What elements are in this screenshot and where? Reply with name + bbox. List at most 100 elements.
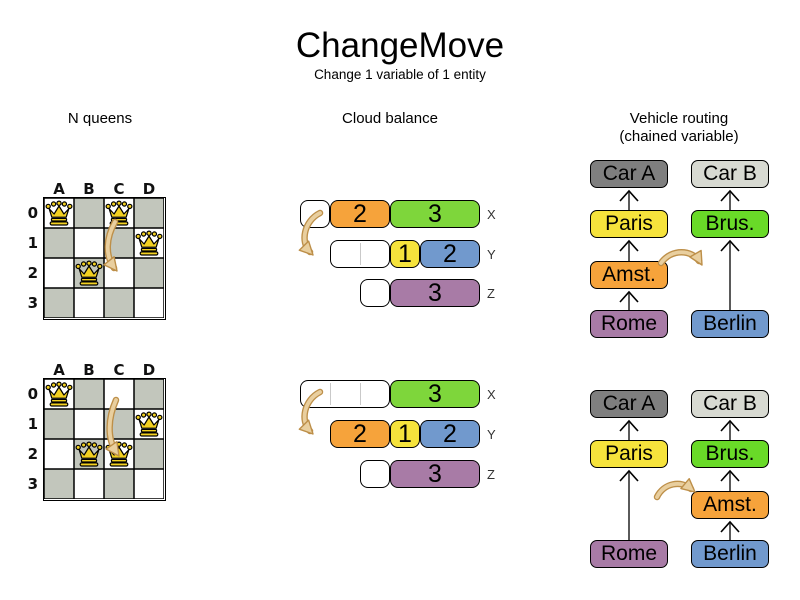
queen-C0 xyxy=(105,200,133,226)
cloud-unit-separator xyxy=(360,243,361,265)
page-subtitle: Change 1 variable of 1 entity xyxy=(314,67,486,82)
cloud-row-label: Z xyxy=(487,467,495,482)
board-cell-A3 xyxy=(43,287,74,318)
board-cell-A2 xyxy=(43,438,74,469)
vehicle-column-subheader: (chained variable) xyxy=(619,128,739,145)
board-cell-C0 xyxy=(103,378,134,409)
queen-icon xyxy=(135,230,163,256)
cloud-row-label: Y xyxy=(487,247,496,262)
cloud-row-label: X xyxy=(487,207,496,222)
queen-A0 xyxy=(45,200,73,226)
queen-A0 xyxy=(45,381,73,407)
chain-box-paris: Paris xyxy=(590,210,668,238)
board-column-label: B xyxy=(83,361,95,379)
cloud-free-segment xyxy=(300,200,330,228)
board-cell-A1 xyxy=(43,227,74,258)
board-column-label: C xyxy=(113,361,125,379)
board-row-label: 3 xyxy=(27,475,38,493)
cloud-block-blue: 2 xyxy=(420,420,480,448)
page-title: ChangeMove xyxy=(295,26,505,65)
cloud-free-segment xyxy=(360,460,390,488)
cloud-block-orange: 2 xyxy=(330,200,390,228)
nqueens-column-header: N queens xyxy=(67,110,133,127)
cloud-column-header: Cloud balance xyxy=(342,110,438,127)
board-cell-A2 xyxy=(43,257,74,288)
board-row-label: 2 xyxy=(27,264,38,282)
board-cell-C3 xyxy=(103,287,134,318)
board-column-label: D xyxy=(142,180,156,198)
cloud-block-purple: 3 xyxy=(390,279,480,307)
queen-icon xyxy=(105,441,133,467)
board-cell-B3 xyxy=(73,287,104,318)
cloud-row-label: X xyxy=(487,387,496,402)
chain-box-amst: Amst. xyxy=(691,491,769,519)
queen-icon xyxy=(75,260,103,286)
cloud-row-label: Y xyxy=(487,427,496,442)
queen-D1 xyxy=(135,411,163,437)
cloud-block-yellow: 1 xyxy=(390,240,420,268)
chain-box-paris: Paris xyxy=(590,440,668,468)
board-cell-B1 xyxy=(73,408,104,439)
board-cell-A3 xyxy=(43,468,74,499)
cloud-free-segment xyxy=(300,380,390,408)
chain-box-carb: Car B xyxy=(691,160,769,188)
board-column-label: C xyxy=(113,180,125,198)
board-cell-D0 xyxy=(133,197,164,228)
chain-box-brus: Brus. xyxy=(691,440,769,468)
board-column-label: D xyxy=(142,361,156,379)
board-row-label: 1 xyxy=(27,415,38,433)
cloud-unit-separator xyxy=(360,383,361,405)
chain-box-rome: Rome xyxy=(590,540,668,568)
cloud-free-segment xyxy=(360,279,390,307)
board-column-label: A xyxy=(53,361,65,379)
board-cell-D2 xyxy=(133,257,164,288)
chain-box-amst: Amst. xyxy=(590,261,668,289)
queen-icon xyxy=(45,381,73,407)
cloud-block-blue: 2 xyxy=(420,240,480,268)
board-row-label: 3 xyxy=(27,294,38,312)
chain-box-carb: Car B xyxy=(691,390,769,418)
cloud-block-green: 3 xyxy=(390,380,480,408)
board-cell-D0 xyxy=(133,378,164,409)
board-cell-C2 xyxy=(103,257,134,288)
board-column-label: B xyxy=(83,180,95,198)
chain-box-cara: Car A xyxy=(590,390,668,418)
board-cell-A1 xyxy=(43,408,74,439)
board-cell-D3 xyxy=(133,468,164,499)
board-row-label: 1 xyxy=(27,234,38,252)
cloud-block-green: 3 xyxy=(390,200,480,228)
board-cell-B3 xyxy=(73,468,104,499)
board-cell-D2 xyxy=(133,438,164,469)
queen-icon xyxy=(135,411,163,437)
chain-box-cara: Car A xyxy=(590,160,668,188)
cloud-block-orange: 2 xyxy=(330,420,390,448)
cloud-block-yellow: 1 xyxy=(390,420,420,448)
board-row-label: 0 xyxy=(27,204,38,222)
board-cell-B0 xyxy=(73,378,104,409)
cloud-row-label: Z xyxy=(487,286,495,301)
queen-C2 xyxy=(105,441,133,467)
board-cell-B0 xyxy=(73,197,104,228)
queen-icon xyxy=(45,200,73,226)
board-cell-D3 xyxy=(133,287,164,318)
queen-B2 xyxy=(75,260,103,286)
board-row-label: 0 xyxy=(27,385,38,403)
cloud-block-purple: 3 xyxy=(390,460,480,488)
queen-B2 xyxy=(75,441,103,467)
chain-box-rome: Rome xyxy=(590,310,668,338)
board-cell-B1 xyxy=(73,227,104,258)
chain-box-berlin: Berlin xyxy=(691,540,769,568)
chain-box-brus: Brus. xyxy=(691,210,769,238)
cloud-unit-separator xyxy=(330,383,331,405)
queen-icon xyxy=(75,441,103,467)
queen-icon xyxy=(105,200,133,226)
board-cell-C3 xyxy=(103,468,134,499)
chain-box-berlin: Berlin xyxy=(691,310,769,338)
board-cell-C1 xyxy=(103,227,134,258)
queen-D1 xyxy=(135,230,163,256)
board-row-label: 2 xyxy=(27,445,38,463)
board-column-label: A xyxy=(53,180,65,198)
board-cell-C1 xyxy=(103,408,134,439)
